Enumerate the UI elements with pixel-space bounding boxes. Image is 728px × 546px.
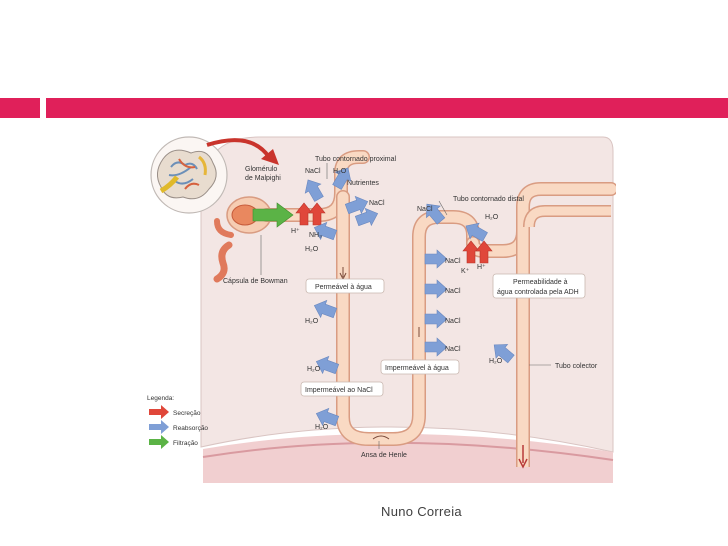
nacl-label-asc-4: NaCl [445, 346, 461, 353]
k-plus-label: K⁺ [461, 268, 470, 275]
legend-filtration-arrow [149, 435, 169, 449]
legend-filtration-label: Filtração [173, 440, 198, 447]
legend-secretion-label: Secreção [173, 410, 201, 417]
bowman-label: Cápsula de Bowman [223, 278, 288, 285]
nacl-label-asc-3: NaCl [445, 318, 461, 325]
legend-secretion-arrow [149, 405, 169, 419]
h-plus-label: H⁺ [291, 228, 300, 235]
distal-label: Tubo contornado distal [453, 196, 524, 203]
inset-vessels-yellow [198, 155, 207, 176]
nacl-label-proximal-2: NaCl [369, 200, 385, 207]
nacl-label-asc-1: NaCl [445, 258, 461, 265]
h2o-label-1: H₂O [305, 246, 319, 253]
h2o-label-collector: H₂O [489, 358, 503, 365]
h2o-label-4: H₂O [315, 424, 329, 431]
adh-label-1: Permeabilidade à [513, 279, 568, 286]
glomerulus-label-2: de Malpighi [245, 175, 281, 182]
title-accent-bar-small [0, 98, 40, 118]
h2o-label-proximal: H₂O [333, 168, 347, 175]
h2o-label-3: H₂O [307, 366, 321, 373]
h2o-label-distal: H₂O [485, 214, 499, 221]
impermeable-nacl-box [300, 381, 384, 397]
zoom-arrow-shaft [206, 138, 271, 159]
slide-footer-author: Nuno Correia [381, 504, 462, 519]
glomerulus-label-1: Glomérulo [245, 166, 277, 173]
adh-label-2: água controlada pela ADH [497, 289, 579, 296]
h-plus-distal-label: H⁺ [477, 264, 486, 271]
permeable-water-label: Permeável à água [315, 284, 372, 291]
henle-label: Ansa de Henle [361, 452, 407, 459]
nacl-label-asc-2: NaCl [445, 288, 461, 295]
nacl-label-distal-top: NaCl [417, 206, 433, 213]
zoom-arrow-head [261, 149, 279, 165]
inset-yellow-tube [159, 175, 179, 194]
glomerulus-inset-detail [157, 149, 217, 200]
legend-title: Legenda: [147, 395, 174, 402]
impermeable-water-label: Impermeável à água [385, 365, 449, 372]
distal-leader [438, 200, 448, 216]
nh3-label: NH₃ [309, 232, 322, 239]
nacl-label-proximal-1: NaCl [305, 168, 321, 175]
legend-reabsorption-label: Reabsorção [173, 425, 208, 432]
collector-flow-arrow [518, 458, 528, 469]
proximal-label: Tubo contornado proximal [315, 156, 397, 163]
h2o-label-2: H₂O [305, 318, 319, 325]
collector-label: Tubo colector [555, 363, 598, 370]
efferent-arteriole [214, 218, 234, 238]
legend-reabsorption-arrow [149, 420, 169, 434]
loop-of-henle-fill [337, 191, 479, 445]
distal-branch-fill [524, 206, 611, 228]
title-accent-bar-large [46, 98, 728, 118]
permeable-water-box [305, 278, 385, 294]
afferent-arteriole [213, 241, 233, 283]
adh-box [492, 273, 586, 299]
filtration-arrow [252, 202, 294, 228]
nephron-diagram: Glomérulo de Malpighi Cápsula de Bowman … [141, 127, 618, 483]
nutrients-label: Nutrientes [347, 180, 379, 187]
flow-arrow-loop [372, 435, 390, 440]
impermeable-water-box [380, 359, 460, 375]
nephron-figure: Glomérulo de Malpighi Cápsula de Bowman … [141, 127, 618, 483]
impermeable-nacl-label: Impermeável ao NaCl [305, 387, 373, 394]
inset-vessels-red [178, 158, 200, 190]
